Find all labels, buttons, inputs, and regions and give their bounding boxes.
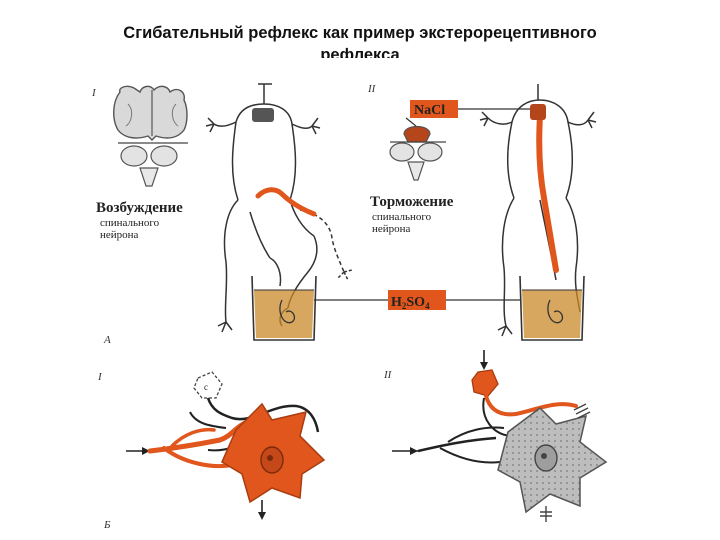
slide-title-line2: рефлекса — [320, 46, 400, 58]
beaker-right-icon — [519, 275, 585, 341]
excitation-line3: нейрона — [100, 229, 139, 241]
slide-title-line1: Сгибательный рефлекс как пример экстерор… — [123, 24, 597, 42]
slide-title: Сгибательный рефлекс как пример экстерор… — [0, 22, 720, 58]
h2so4-label: H2SO4 — [391, 295, 430, 311]
inhibition-title: Торможение — [370, 194, 454, 210]
frog-left-nerve — [255, 187, 317, 217]
section-label-b: Б — [103, 519, 111, 531]
frog-right-nerve — [536, 113, 559, 273]
frog-right-head-mark — [530, 104, 546, 120]
frog-left-head-mark — [252, 108, 274, 122]
inhibition-line3: нейрона — [372, 223, 411, 235]
brain-nacl-icon: NaCl — [389, 100, 458, 181]
interneuron-mark: c — [204, 382, 208, 392]
excitation-title: Возбуждение — [96, 200, 183, 216]
h2so4-box — [388, 290, 446, 310]
brain-intact-icon — [113, 85, 188, 187]
nacl-label: NaCl — [414, 103, 445, 118]
panel-label-bottom-left: I — [97, 371, 103, 383]
neuron-excitation-diagram: c — [126, 371, 326, 520]
section-label-a: А — [103, 334, 111, 346]
panel-label-bottom-right: II — [383, 369, 393, 381]
excitation-line2: спинального — [100, 217, 160, 229]
panel-label-top-left: I — [91, 87, 97, 99]
inhibition-line2: спинального — [372, 211, 432, 223]
beaker-left-icon — [251, 275, 317, 341]
panel-label-top-right: II — [367, 83, 377, 95]
neuron-inhibition-diagram — [392, 350, 608, 522]
